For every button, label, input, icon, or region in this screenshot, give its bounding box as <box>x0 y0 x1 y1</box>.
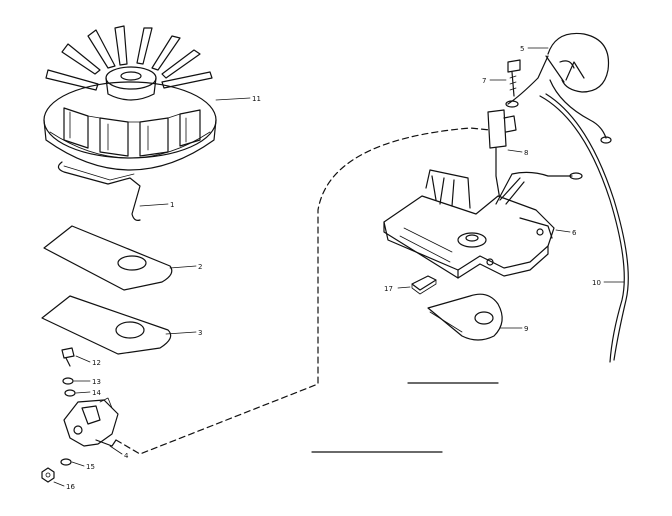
flywheel-part <box>43 25 251 171</box>
nut-part <box>41 467 65 487</box>
callout-gasket-upper: 2 <box>198 263 202 271</box>
callout-lock-washer: 13 <box>92 378 101 386</box>
callout-breaker-points: 4 <box>124 452 129 460</box>
condenser-part <box>487 100 523 201</box>
callout-screw: 12 <box>92 359 101 367</box>
breaker-points-part <box>63 397 123 455</box>
small-washer-part <box>60 458 85 467</box>
felt-wick-part <box>397 275 437 295</box>
spring-clip-part <box>57 161 169 221</box>
callout-coil-screw: 7 <box>482 77 486 85</box>
gasket-lower-part <box>41 295 197 355</box>
callout-stator-plate: 6 <box>572 229 577 237</box>
lock-washer-part <box>62 377 91 385</box>
callout-spring-clip: 1 <box>170 201 174 209</box>
ignition-coil-part <box>507 32 612 144</box>
stator-plate-part <box>383 169 583 279</box>
callout-ground-wire: 10 <box>592 279 601 287</box>
callout-cam-cover: 9 <box>524 325 528 333</box>
callout-flywheel: 11 <box>252 95 261 103</box>
callout-nut: 16 <box>66 483 75 491</box>
washer-part <box>64 389 91 397</box>
cam-cover-part <box>427 293 523 341</box>
callout-felt-wick: 17 <box>384 285 393 293</box>
callout-washer: 14 <box>92 389 101 397</box>
ground-wire-part <box>539 93 629 363</box>
gasket-upper-part <box>43 225 197 291</box>
coil-screw-part <box>489 59 521 97</box>
callout-coil: 5 <box>520 45 524 53</box>
callout-condenser: 8 <box>524 149 528 157</box>
assembly-dashed-line <box>115 127 491 455</box>
screw-part <box>61 347 91 367</box>
callout-gasket-lower: 3 <box>198 329 202 337</box>
callout-small-washer: 15 <box>86 463 95 471</box>
